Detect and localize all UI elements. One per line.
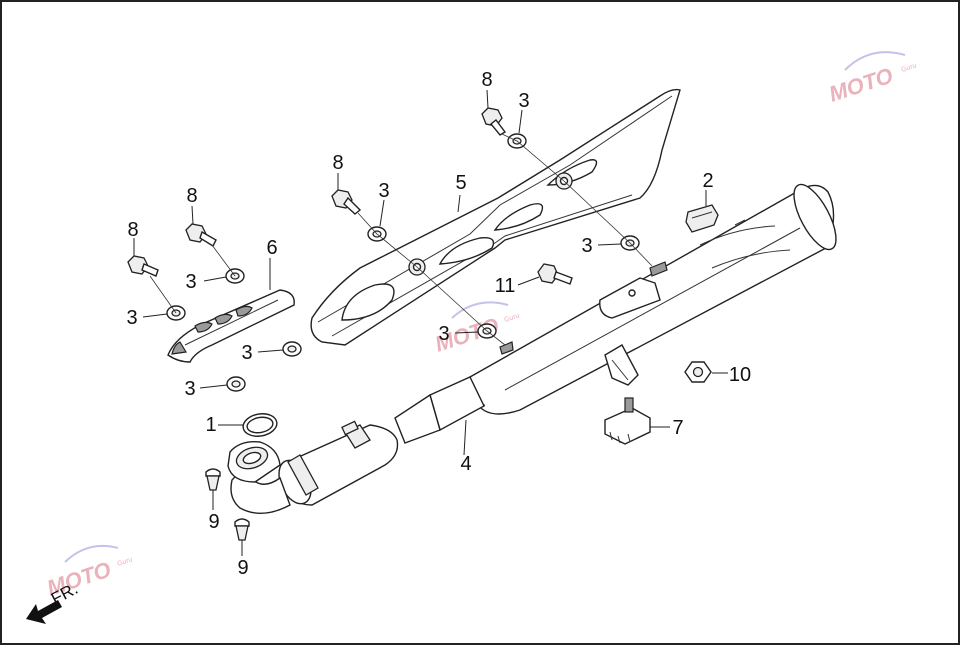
callout-3: 3	[126, 307, 137, 329]
watermark-sub: Guru	[900, 62, 917, 73]
callout-8: 8	[332, 152, 343, 174]
callout-5: 5	[455, 172, 466, 194]
callouts: 1 2 3 3 3 3 3 3 3 3 4 5 6 7 8 8 8 8 9 9 …	[126, 69, 751, 579]
callout-10: 10	[729, 364, 751, 386]
part-flange-bolt-a	[127, 255, 159, 277]
callout-3: 3	[518, 90, 529, 112]
part-flange-bolt-b	[185, 223, 217, 247]
leader-lines	[133, 89, 728, 556]
callout-7: 7	[672, 417, 683, 439]
part-insert-nut-b	[234, 518, 250, 541]
callout-3: 3	[184, 378, 195, 400]
part-nut	[684, 361, 712, 383]
callout-8: 8	[127, 219, 138, 241]
callout-8: 8	[481, 69, 492, 91]
callout-9: 9	[237, 557, 248, 579]
callout-3: 3	[581, 235, 592, 257]
callout-8: 8	[186, 185, 197, 207]
callout-3: 3	[185, 271, 196, 293]
callout-3: 3	[378, 180, 389, 202]
part-heat-shield-small	[167, 289, 295, 363]
part-washer-f	[226, 376, 246, 392]
part-rubber-mount	[685, 204, 719, 233]
arrow-left-icon	[26, 600, 62, 624]
callout-2: 2	[702, 170, 713, 192]
part-washer-e	[282, 341, 302, 357]
callout-3: 3	[438, 323, 449, 345]
callout-1: 1	[205, 414, 216, 436]
callout-9: 9	[208, 511, 219, 533]
part-heat-shield-main	[310, 88, 681, 346]
part-sensor	[604, 397, 651, 445]
part-insert-nut-a	[205, 468, 221, 491]
part-flange-bolt-c	[331, 189, 362, 215]
part-muffler	[227, 183, 837, 514]
part-bolt	[537, 263, 573, 285]
callout-4: 4	[460, 453, 471, 475]
callout-11: 11	[495, 275, 516, 297]
watermark-sub: Guru	[503, 312, 520, 323]
watermark-sub: Guru	[116, 556, 133, 567]
part-gasket	[242, 413, 278, 437]
assembly-lines	[149, 133, 653, 346]
callout-3: 3	[241, 342, 252, 364]
callout-6: 6	[266, 237, 277, 259]
